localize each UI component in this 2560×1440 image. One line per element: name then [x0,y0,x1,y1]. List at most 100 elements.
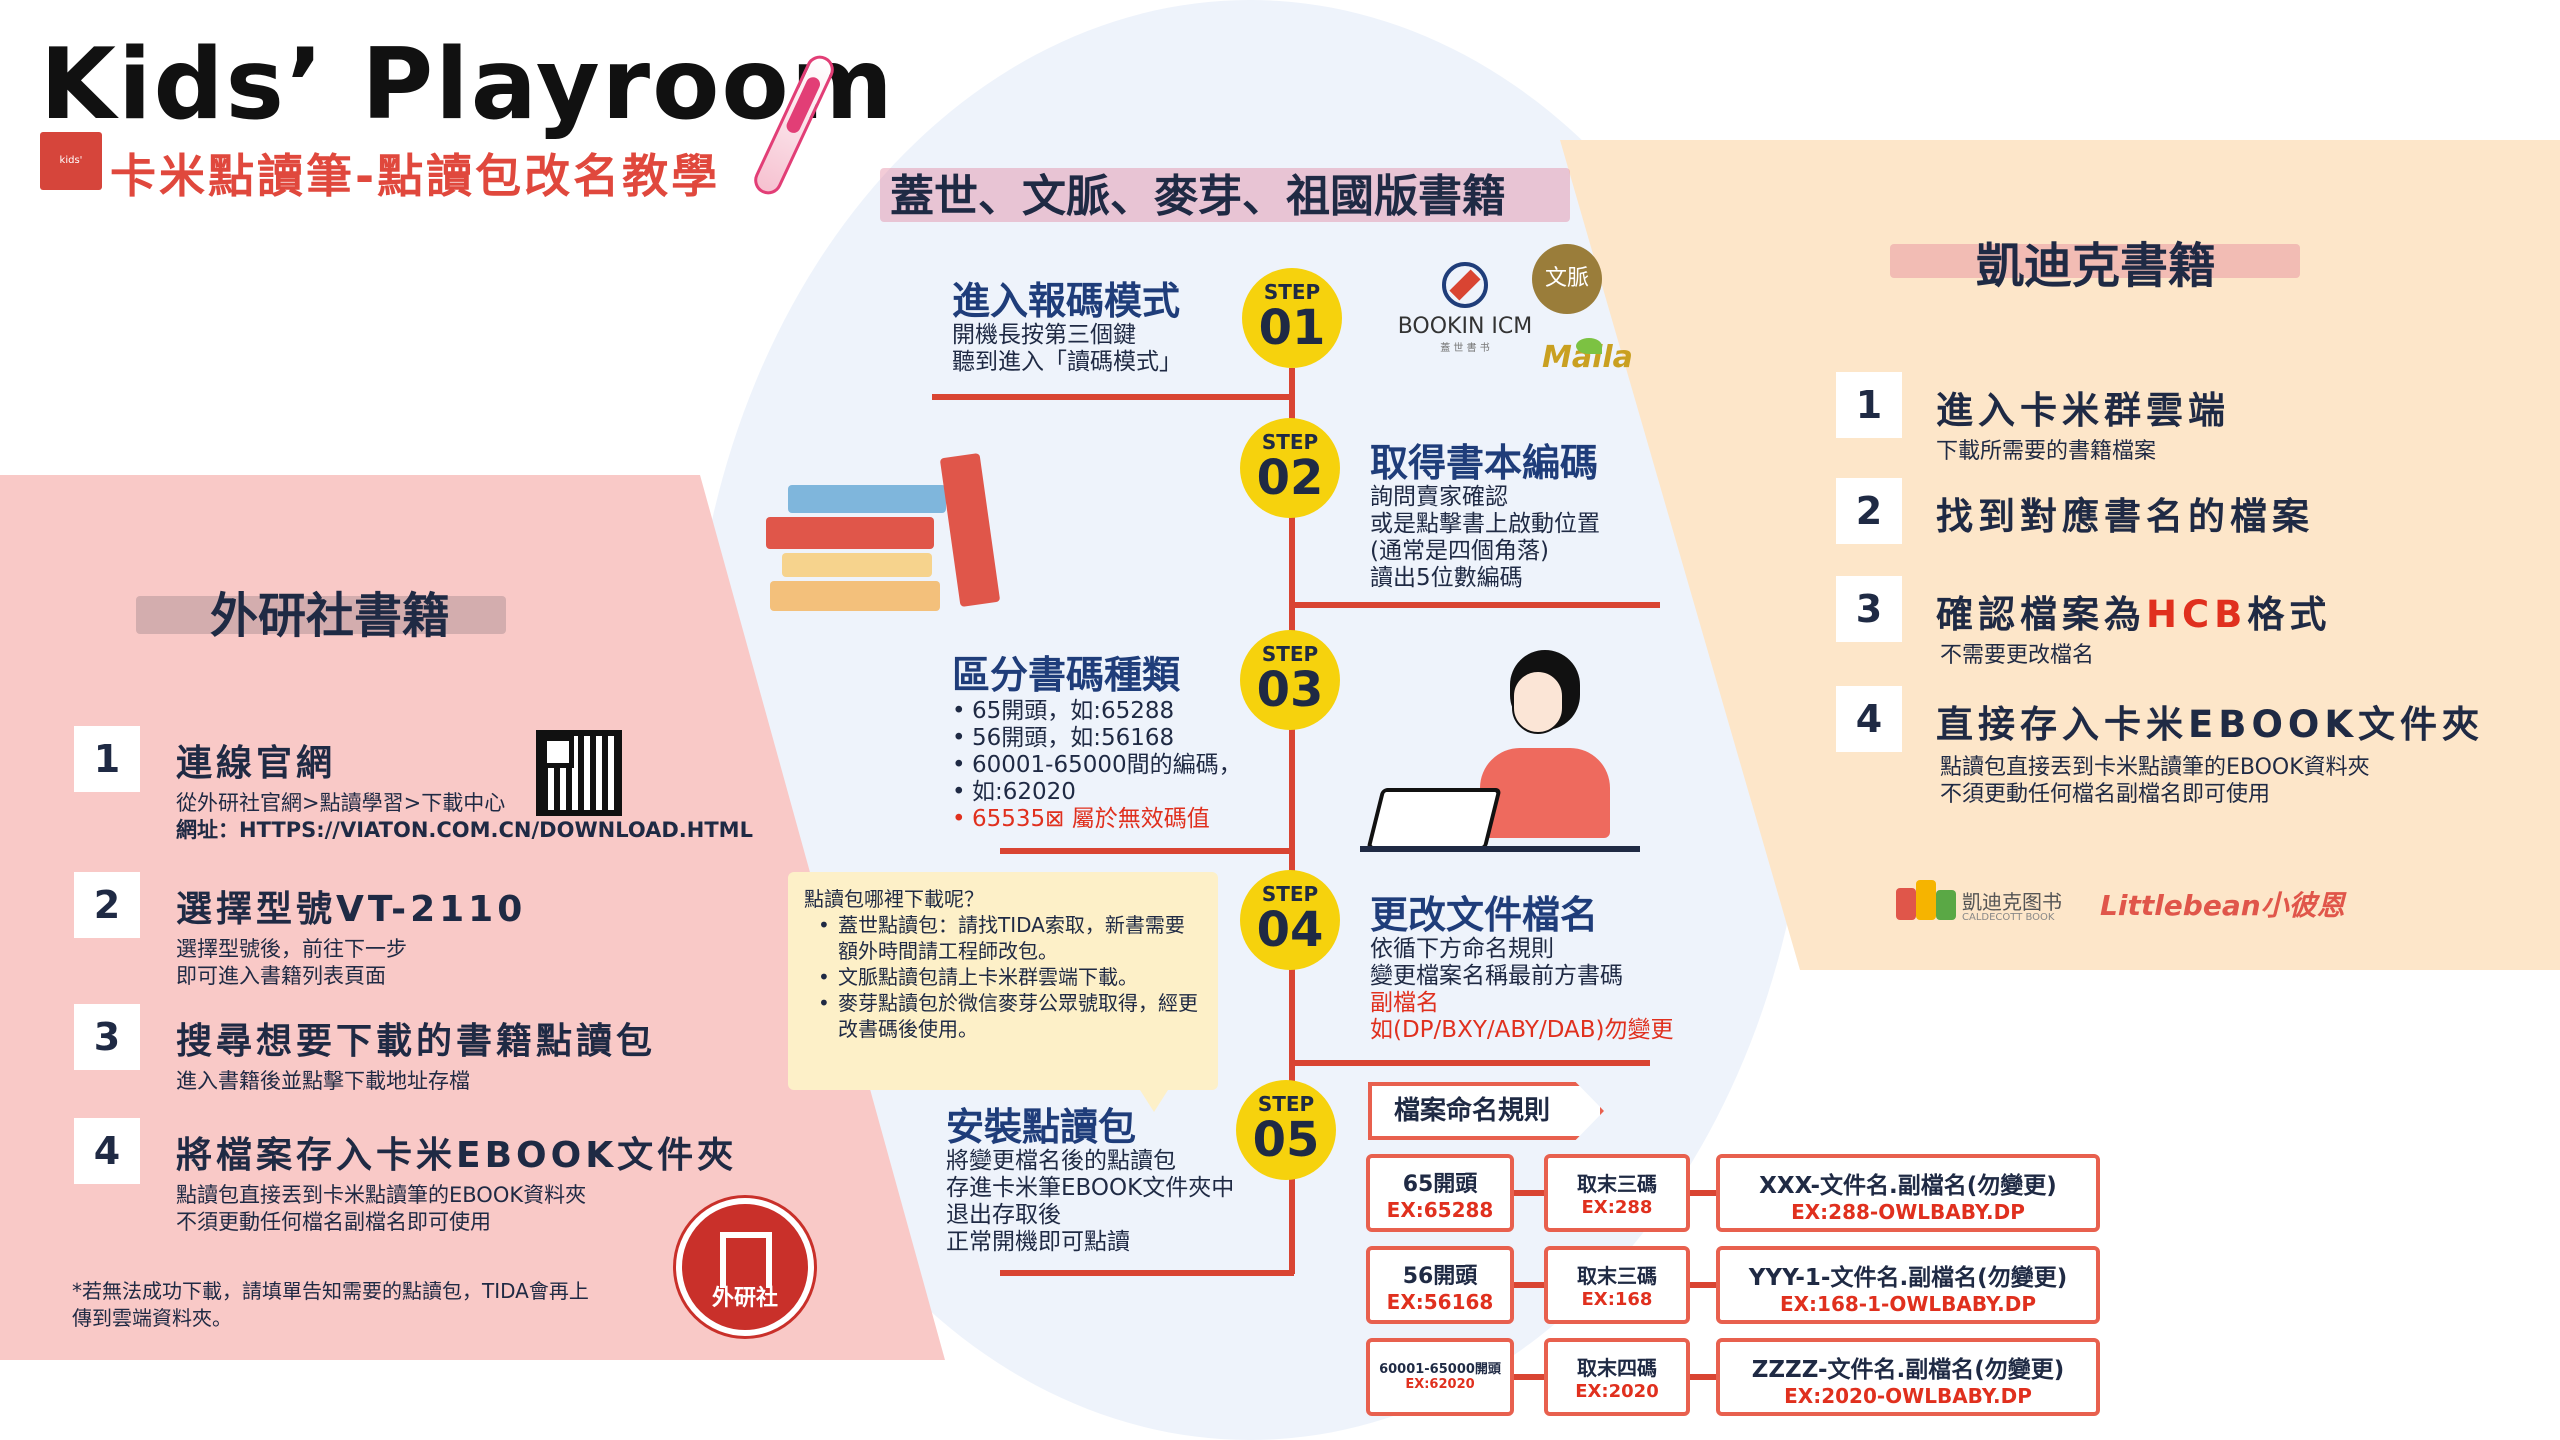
step-label: STEP [1257,1092,1315,1116]
step-02-title: 取得書本編碼 [1370,441,1599,485]
rule-connector [1514,1282,1544,1288]
left-item-desc-line: 點讀包直接丟到卡米點讀筆的EBOOK資料夾 [176,1183,587,1207]
rule-result-ex: EX:288-OWLBABY.DP [1791,1200,2025,1224]
rule-row3-result: ZZZZ-文件名.副檔名(勿變更) EX:2020-OWLBABY.DP [1716,1338,2100,1416]
rule-row1-take: 取末三碼 EX:288 [1544,1154,1690,1232]
step-03-invalid-code: 65535⊠ 屬於無效碼值 [950,806,1242,833]
step-number: 04 [1256,902,1324,958]
step-05-desc-line: 將變更檔名後的點讀包 [946,1148,1176,1174]
rule-result: YYY-1-文件名.副檔名(勿變更) [1748,1265,2068,1291]
note-list: 蓋世點讀包：請找TIDA索取，新書需要額外時間請工程師改包。 文脈點讀包請上卡米… [816,912,1202,1042]
step-04-desc: 依循下方命名規則 變更檔案名稱最前方書碼 副檔名 如(DP/BXY/ABY/DA… [1370,936,1673,1044]
left-section-title: 外研社書籍 [210,588,451,644]
right-item-3-desc: 不需要更改檔名 [1940,643,2095,668]
rule-row2-result: YYY-1-文件名.副檔名(勿變更) EX:168-1-OWLBABY.DP [1716,1246,2100,1324]
caldecott-logo-icon [1896,876,1956,922]
littlebean-logo: Littlebean小彼恩 [2100,889,2345,922]
step-01-desc: 開機長按第三個鍵 聽到進入「讀碼模式」 [952,322,1182,376]
step-05-desc-line: 存進卡米筆EBOOK文件夾中 [946,1175,1235,1201]
right-item-3-title-post: 格式 [2247,593,2332,636]
left-footnote: *若無法成功下載，請填單告知需要的點讀包，TIDA會再上 傳到雲端資料夾。 [72,1278,589,1332]
right-item-1-title: 進入卡米群雲端 [1936,389,2230,432]
right-item-desc-line: 點讀包直接丟到卡米點讀筆的EBOOK資料夾 [1940,755,2370,780]
rule-take-ex: EX:288 [1581,1197,1653,1218]
bookin-icm-text: BOOKIN ICM [1397,314,1533,339]
left-item-desc-line: 從外研社官網>點讀學習>下載中心 [176,791,506,815]
step-03-bullet-text: 如:62020 [972,779,1076,805]
left-item-desc-line: 進入書籍後並點擊下載地址存檔 [176,1069,470,1093]
step-label: STEP [1261,430,1319,454]
bookin-icm-icon [1442,262,1488,308]
right-title-brush [1890,244,2300,278]
rule-row1-result: XXX-文件名.副檔名(勿變更) EX:288-OWLBABY.DP [1716,1154,2100,1232]
step-03-badge: STEP 03 [1240,630,1340,730]
left-item-3-title: 搜尋想要下載的書籍點讀包 [176,1021,657,1062]
step-02-desc: 詢問賣家確認 或是點擊書上啟動位置 (通常是四個角落) 讀出5位數編碼 [1370,484,1600,592]
rule-result: XXX-文件名.副檔名(勿變更) [1759,1173,2057,1199]
step-03-bullet: 65開頭，如:65288 [950,698,1242,725]
step-03-bullets: 65開頭，如:65288 56開頭，如:56168 60001-65000間的編… [950,698,1242,833]
step-04-desc-line: 依循下方命名規則 [1370,936,1554,962]
maila-sprout-icon [1576,338,1602,354]
rule-take: 取末三碼 [1577,1172,1657,1196]
left-footnote-line: *若無法成功下載，請填單告知需要的點讀包，TIDA會再上 [72,1279,589,1303]
step-03-bullet: 56開頭，如:56168 [950,725,1242,752]
step-02-line [1290,602,1660,608]
left-item-1-number: 1 [74,726,140,792]
rule-row2-take: 取末三碼 EX:168 [1544,1246,1690,1324]
rule-result-ex: EX:168-1-OWLBABY.DP [1779,1292,2037,1316]
right-item-2-title: 找到對應書名的檔案 [1936,495,2314,538]
caldecott-logo-text: 凱迪克图书 [1962,890,2062,914]
step-02-desc-line: 或是點擊書上啟動位置 [1370,511,1600,537]
left-item-1-desc: 從外研社官網>點讀學習>下載中心 網址：HTTPS://VIATON.COM.C… [176,790,753,844]
caldecott-logo-subtext: CALDECOTT BOOK [1962,912,2055,923]
left-item-2-number: 2 [74,872,140,938]
step-02-desc-line: 詢問賣家確認 [1370,484,1508,510]
step-03-bullet: 60001-65000間的編碼， [950,752,1242,779]
books-illustration [760,452,1010,615]
fltrp-seal-logo: 外研社 [676,1198,814,1336]
rule-result-ex: EX:2020-OWLBABY.DP [1784,1384,2032,1408]
rule-row1-type: 65開頭 EX:65288 [1366,1154,1514,1232]
left-item-2-title: 選擇型號VT-2110 [176,889,527,930]
rule-result: ZZZZ-文件名.副檔名(勿變更) [1751,1357,2065,1383]
right-item-3-title-pre: 確認檔案為 [1936,593,2146,636]
brand-title: Kids’ Playroom [40,28,895,142]
step-03-line [1000,848,1294,854]
left-item-desc-line: 選擇型號後，前往下一步 [176,937,407,961]
step-04-desc-red: 副檔名 [1370,990,1439,1016]
right-item-2-number: 2 [1836,478,1902,544]
right-section-title: 凱迪克書籍 [1976,238,2217,294]
step-01-badge: STEP 01 [1242,268,1342,368]
rule-take-ex: EX:168 [1581,1289,1653,1310]
left-item-3-desc: 進入書籍後並點擊下載地址存檔 [176,1068,470,1095]
left-item-4-desc: 點讀包直接丟到卡米點讀筆的EBOOK資料夾 不須更動任何檔名副檔名即可使用 [176,1182,586,1236]
step-04-desc-line: 變更檔案名稱最前方書碼 [1370,963,1623,989]
rule-type: 65開頭 [1402,1172,1478,1197]
center-section-title: 蓋世、文脈、麥芽、祖國版書籍 [890,171,1506,222]
rule-connector [1514,1190,1544,1196]
step-label: STEP [1263,280,1321,304]
left-item-3-number: 3 [74,1004,140,1070]
step-01-desc-line: 聽到進入「讀碼模式」 [952,349,1182,375]
step-04-desc-red: 如(DP/BXY/ABY/DAB)勿變更 [1370,1017,1674,1043]
step-01-desc-line: 開機長按第三個鍵 [952,322,1136,348]
left-item-desc-line: 不須更動任何檔名副檔名即可使用 [176,1210,491,1234]
left-item-2-desc: 選擇型號後，前往下一步 即可進入書籍列表頁面 [176,936,407,990]
bookin-icm-logo: BOOKIN ICM 蓋 世 書 书 [1390,262,1540,354]
step-05-desc: 將變更檔名後的點讀包 存進卡米筆EBOOK文件夾中 退出存取後 正常開機即可點讀 [946,1148,1234,1256]
step-01-title: 進入報碼模式 [952,279,1181,323]
rule-connector [1690,1190,1716,1196]
step-03-title: 區分書碼種類 [952,653,1181,697]
step-05-desc-line: 正常開機即可點讀 [946,1229,1130,1255]
download-note: 點讀包哪裡下載呢？ 蓋世點讀包：請找TIDA索取，新書需要額外時間請工程師改包。… [788,872,1218,1112]
step-05-desc-line: 退出存取後 [946,1202,1061,1228]
right-item-3-title: 確認檔案為HCB格式 [1936,584,2331,638]
rule-row3-type: 60001-65000開頭 EX:62020 [1366,1338,1514,1416]
right-item-4-number: 4 [1836,686,1902,752]
qr-code-icon [536,730,622,816]
left-footnote-line: 傳到雲端資料夾。 [72,1306,232,1330]
step-02-desc-line: 讀出5位數編碼 [1370,565,1523,591]
note-item: 文脈點讀包請上卡米群雲端下載。 [816,964,1202,990]
left-item-1-title: 連線官網 [176,743,337,784]
